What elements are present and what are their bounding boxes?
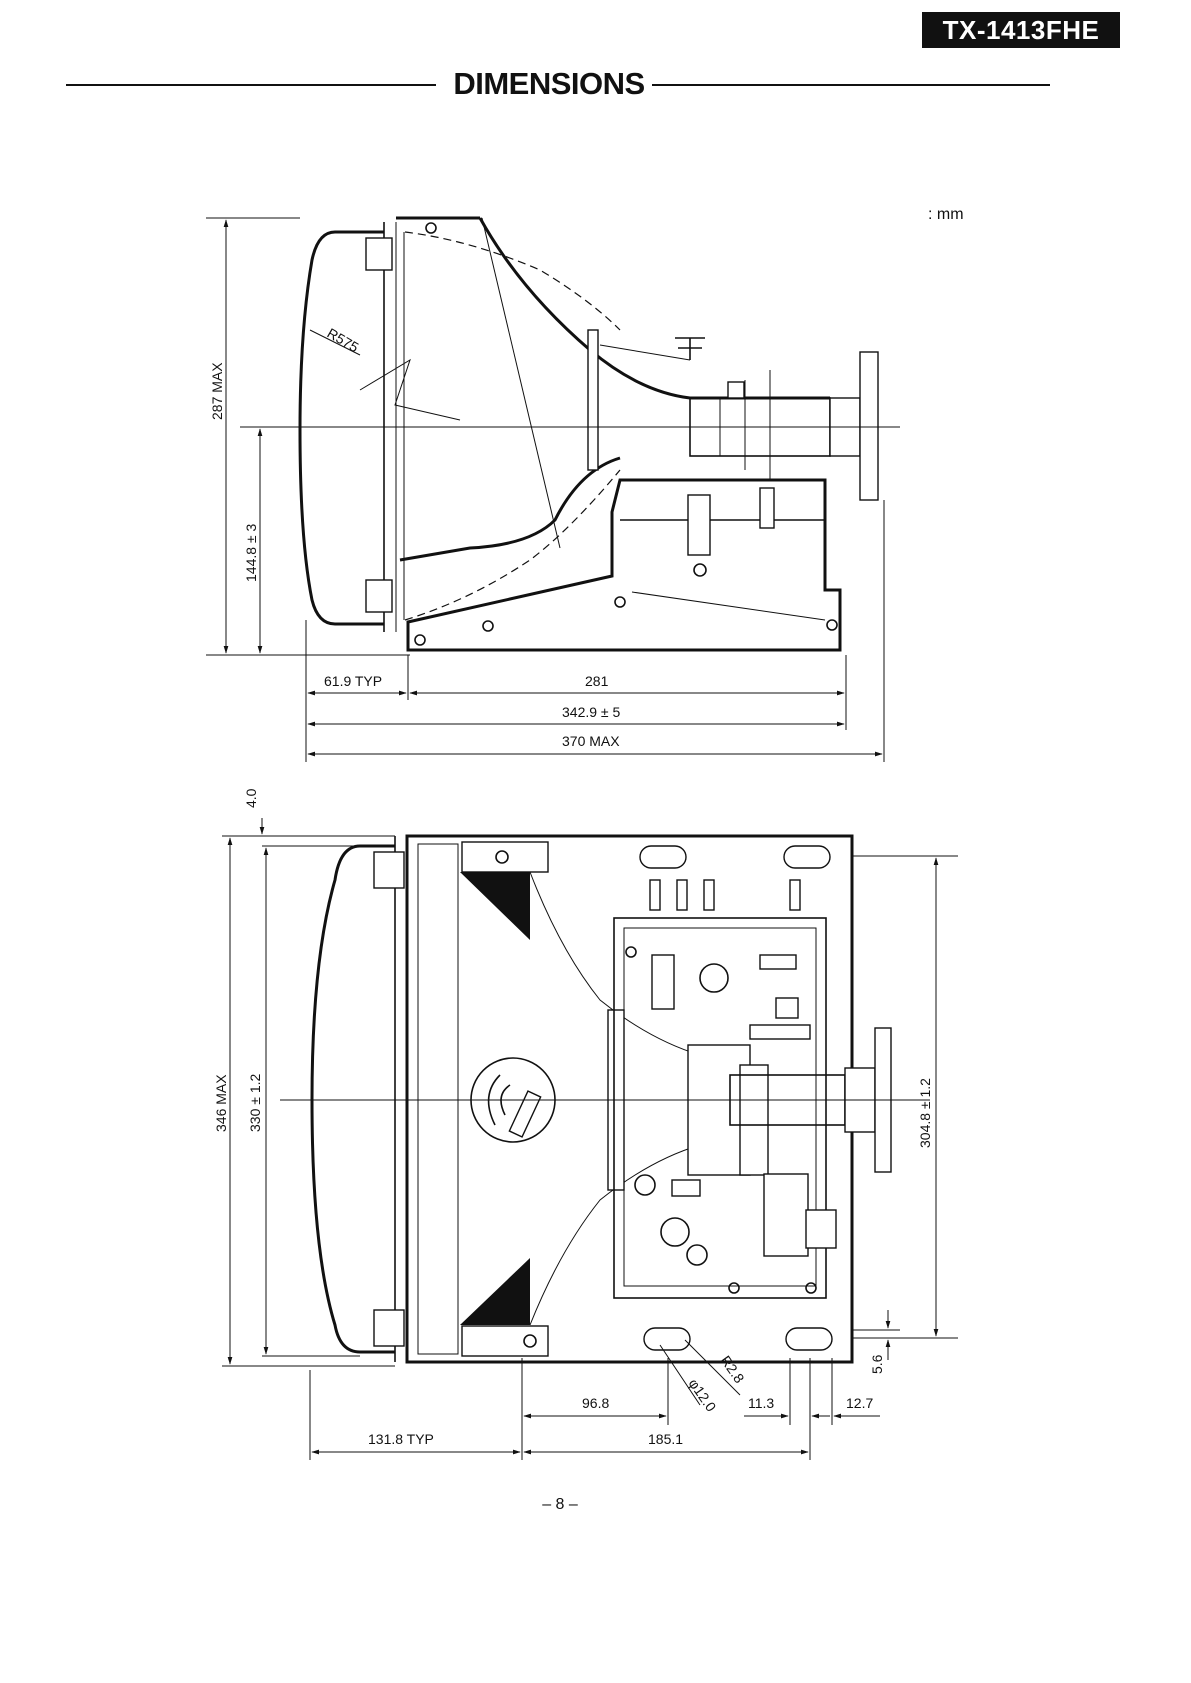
side-socket-plate: [860, 352, 878, 500]
side-crt-dashed: [405, 232, 620, 330]
top-pcb-part: [652, 955, 674, 1009]
top-view: 4.0 346 MAX 330 ± 1.2 304.8 ± 1.2 5.6 φ1…: [213, 788, 958, 1460]
top-front-bezel: [312, 846, 395, 1352]
screw-icon: [694, 564, 706, 576]
screw-icon: [415, 635, 425, 645]
screw-icon: [729, 1283, 739, 1293]
side-neck-clamp: [728, 382, 744, 398]
dim-width-max-label: 346 MAX: [213, 1074, 229, 1132]
top-mount-slot: [640, 846, 686, 868]
dim-hole-offset-label: 5.6: [869, 1354, 885, 1374]
side-chassis: [408, 480, 840, 650]
top-connectors: [650, 880, 800, 910]
screw-icon: [626, 947, 636, 957]
top-pcb-capacitor: [700, 964, 728, 992]
screw-icon: [615, 597, 625, 607]
dim-flange-label: 4.0: [243, 788, 259, 808]
side-diagonal: [482, 218, 560, 548]
dim-height-max-label: 287 MAX: [209, 362, 225, 420]
top-pcb-part: [672, 1180, 700, 1196]
top-pcb-capacitor: [635, 1175, 655, 1195]
dim-center-height-label: 144.8 ± 3: [243, 524, 259, 582]
connector-pin: [677, 880, 687, 910]
dim-cabinet-depth-label: 281: [585, 673, 609, 689]
top-pcb-part: [806, 1210, 836, 1248]
dim-max-depth-label: 370 MAX: [562, 733, 620, 749]
dim-hole-spacing-b-label: 11.3: [748, 1395, 774, 1411]
top-pcb-capacitor: [687, 1245, 707, 1265]
top-bracket-right: [374, 1310, 404, 1346]
dim-hole-spacing-a-label: 96.8: [582, 1395, 609, 1411]
top-pcb-part: [740, 1065, 768, 1175]
side-radius-zigzag: [360, 360, 460, 420]
bottom-mount-slot: [462, 1326, 548, 1356]
side-funnel-upper: [480, 218, 830, 398]
dim-front-offset-label: 61.9 TYP: [324, 673, 382, 689]
top-funnel-shade-bottom: [460, 1258, 530, 1325]
dim-overall-depth-label: 342.9 ± 5: [562, 704, 620, 720]
connector-pin: [790, 880, 800, 910]
dim-width-label: 330 ± 1.2: [247, 1074, 263, 1132]
side-radius-label: R575: [325, 325, 362, 356]
top-bracket-left: [374, 852, 404, 888]
side-funnel-lower: [400, 458, 620, 560]
side-bracket-bottom: [366, 580, 392, 612]
side-view: R575 287 MAX 144.8 ± 3 61.9 TYP 281 342.…: [206, 218, 900, 762]
side-chassis-line: [632, 592, 825, 620]
dim-front-offset-top-label: 131.8 TYP: [368, 1431, 434, 1447]
top-funnel-shade-top: [460, 872, 530, 940]
side-flange: [588, 330, 598, 470]
top-pcb-part: [760, 955, 796, 969]
connector-pin: [704, 880, 714, 910]
side-knob-stem: [675, 338, 705, 360]
side-chassis-heatsink: [688, 495, 710, 555]
dim-hole-diameter-label: φ12.0: [686, 1376, 720, 1415]
top-cabinet-outline: [407, 836, 852, 1362]
screw-icon: [806, 1283, 816, 1293]
screw-icon: [827, 620, 837, 630]
side-flange-line: [600, 345, 690, 360]
top-yoke-lever: [509, 1091, 540, 1137]
top-mount-slot: [462, 842, 548, 872]
top-pcb-part: [750, 1025, 810, 1039]
side-chassis-part: [760, 488, 774, 528]
screw-icon: [426, 223, 436, 233]
top-pcb-part: [776, 998, 798, 1018]
dim-hole-radius-label: R2.8: [718, 1353, 748, 1387]
bottom-mount-slot: [644, 1328, 690, 1350]
bottom-mount-slot: [786, 1328, 832, 1350]
top-cabinet-side-rail: [418, 844, 458, 1354]
side-front-bezel: [300, 232, 384, 624]
dim-hole-spacing-c-label: 12.7: [846, 1395, 873, 1411]
page-number: – 8 –: [520, 1496, 600, 1514]
top-pcb-capacitor: [661, 1218, 689, 1246]
dim-mount-depth-label: 185.1: [648, 1431, 683, 1447]
screw-icon: [483, 621, 493, 631]
top-mount-slot: [784, 846, 830, 868]
top-pcb-flyback: [764, 1174, 808, 1256]
connector-pin: [650, 880, 660, 910]
side-bracket-top: [366, 238, 392, 270]
top-funnel-upper: [530, 872, 720, 1055]
dim-mount-span-label: 304.8 ± 1.2: [917, 1078, 933, 1148]
